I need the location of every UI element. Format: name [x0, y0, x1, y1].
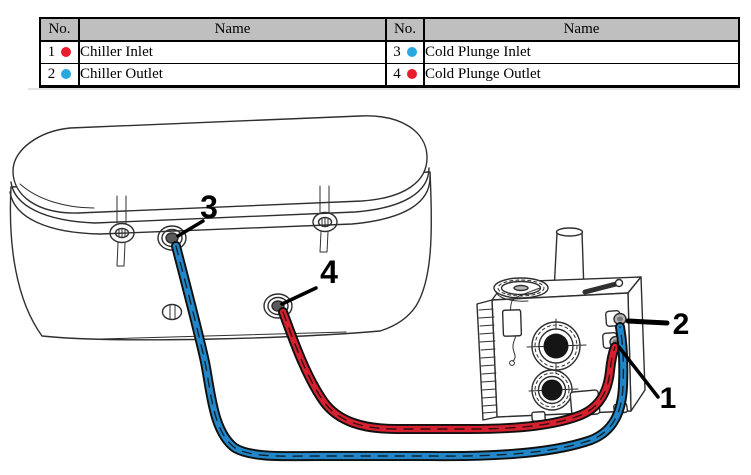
port-number: 4	[393, 66, 401, 82]
chiller-top-vent-icon	[493, 277, 549, 302]
tub-strap	[312, 185, 338, 253]
port-number: 3	[393, 44, 401, 60]
callout-line	[625, 318, 670, 326]
cell-name: Cold Plunge Outlet	[423, 63, 740, 87]
strap-buckle	[312, 211, 338, 233]
tub-body	[9, 171, 433, 341]
callout-1: 1	[617, 345, 677, 415]
scan-artifact-line	[28, 88, 740, 90]
callout-line	[280, 286, 318, 306]
blue-hose	[171, 241, 629, 462]
cell-name: Chiller Outlet	[78, 63, 387, 87]
tub-strap	[109, 195, 135, 267]
tub-drain-plug	[161, 303, 183, 321]
port-number: 1	[47, 44, 56, 60]
col-header-no-left: No.	[39, 17, 80, 42]
cell-no: 2	[39, 63, 80, 87]
legend-header-row: No. Name No. Name	[39, 17, 740, 42]
color-dot-icon	[61, 47, 72, 57]
col-header-name-left: Name	[78, 17, 387, 42]
callout-number: 4	[320, 254, 338, 290]
callout-line	[617, 345, 660, 399]
tub-rim	[9, 167, 431, 235]
port-number: 2	[47, 66, 56, 82]
callout-4: 4	[280, 254, 338, 306]
red-hose	[278, 307, 620, 434]
tub-lid	[12, 115, 428, 214]
callout-3: 3	[176, 189, 218, 238]
callout-number: 3	[200, 189, 218, 225]
legend-table: No. Name No. Name 1 Chiller Inlet 3 Cold…	[39, 17, 740, 88]
col-header-name-right: Name	[423, 17, 740, 42]
chiller-side-grille	[476, 299, 498, 421]
chiller-display-panel	[501, 309, 523, 337]
strap-buckle	[109, 222, 135, 244]
color-dot-icon	[406, 47, 417, 57]
callout-2: 2	[625, 308, 690, 341]
legend-row: 2 Chiller Outlet 4 Cold Plunge Outlet	[39, 63, 740, 87]
callout-number: 1	[660, 382, 677, 415]
chiller-handle	[582, 278, 624, 295]
color-dot-icon	[61, 69, 72, 79]
cold-plunge-tub	[9, 115, 433, 341]
col-header-no-right: No.	[385, 17, 425, 42]
callout-line	[176, 219, 205, 238]
chiller-fan	[528, 369, 579, 411]
callout-number: 2	[673, 308, 690, 341]
color-dot-icon	[406, 69, 417, 79]
